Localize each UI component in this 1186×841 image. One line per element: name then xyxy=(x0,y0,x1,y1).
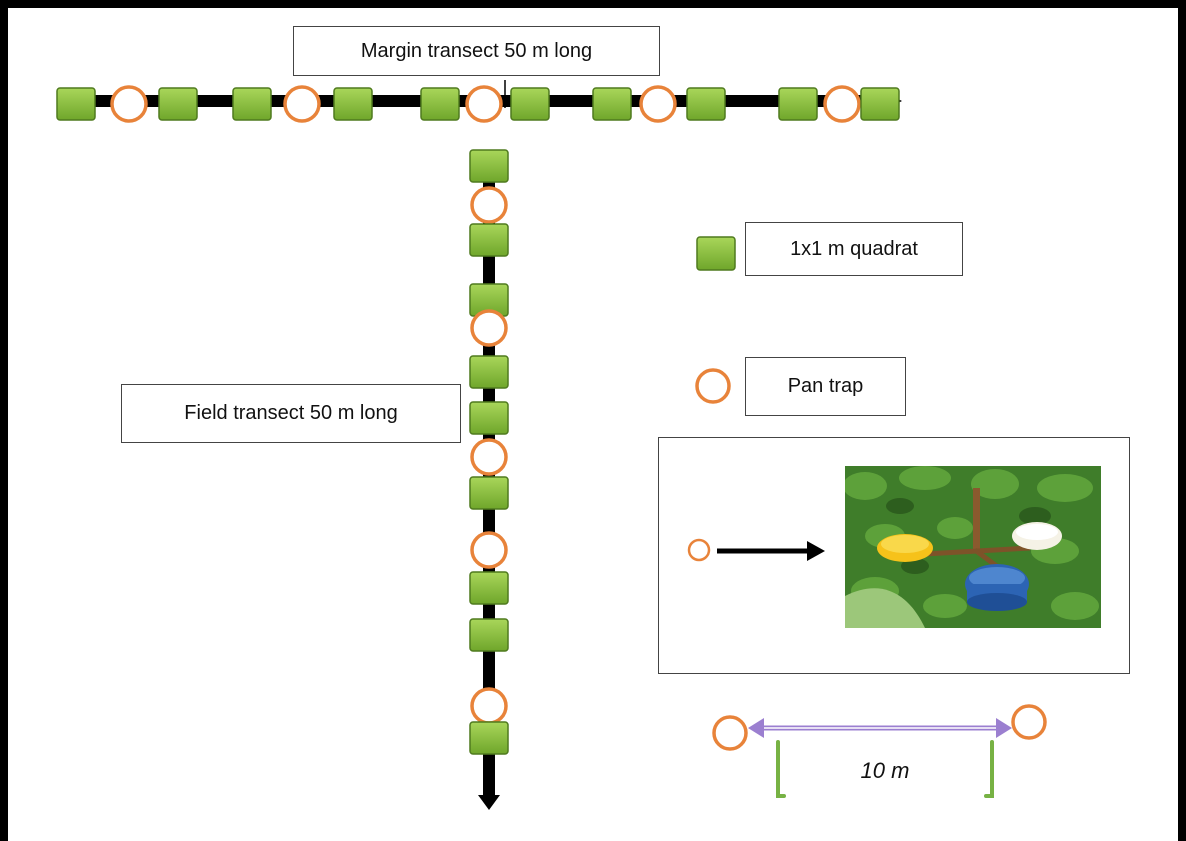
margin-transect-label: Margin transect 50 m long xyxy=(293,26,660,76)
quadrat-marker xyxy=(469,223,509,257)
pan-trap-photo xyxy=(845,466,1101,628)
pan-trap-marker xyxy=(470,309,508,347)
photo-panel-arrow xyxy=(687,538,825,562)
pan-trap-photo-panel xyxy=(658,437,1130,674)
scale-trap-left xyxy=(712,715,748,751)
pan-trap-marker xyxy=(823,85,861,123)
field-transect-arrowhead xyxy=(478,795,500,810)
pan-trap-marker xyxy=(283,85,321,123)
quadrat-legend-label: 1x1 m quadrat xyxy=(745,222,963,276)
quadrat-marker xyxy=(469,401,509,435)
pan-trap-legend-symbol xyxy=(695,368,731,404)
quadrat-marker xyxy=(333,87,373,121)
quadrat-marker xyxy=(860,87,900,121)
pan-trap-marker xyxy=(470,186,508,224)
pan-trap-marker xyxy=(470,438,508,476)
pan-trap-marker xyxy=(639,85,677,123)
quadrat-marker xyxy=(469,571,509,605)
scale-bracket xyxy=(776,740,994,798)
quadrat-marker xyxy=(778,87,818,121)
quadrat-marker xyxy=(158,87,198,121)
quadrat-marker xyxy=(592,87,632,121)
pan-trap-legend-label: Pan trap xyxy=(745,357,906,416)
scale-distance-label: 10 m xyxy=(860,758,910,783)
quadrat-marker xyxy=(686,87,726,121)
field-transect-markers xyxy=(469,149,509,755)
quadrat-marker xyxy=(469,476,509,510)
scale-double-arrow xyxy=(748,718,1012,738)
quadrat-marker xyxy=(232,87,272,121)
quadrat-marker xyxy=(469,721,509,755)
pan-trap-marker xyxy=(470,531,508,569)
quadrat-legend-symbol xyxy=(696,236,736,271)
quadrat-marker xyxy=(420,87,460,121)
pan-trap-marker xyxy=(470,687,508,725)
quadrat-marker xyxy=(510,87,550,121)
pan-trap-marker xyxy=(465,85,503,123)
quadrat-marker xyxy=(469,355,509,389)
pan-trap-small-icon xyxy=(687,538,711,562)
quadrat-marker xyxy=(469,149,509,183)
quadrat-marker xyxy=(469,618,509,652)
scale-trap-right xyxy=(1011,704,1047,740)
pan-trap-marker xyxy=(110,85,148,123)
field-transect-label: Field transect 50 m long xyxy=(121,384,461,443)
quadrat-marker xyxy=(56,87,96,121)
margin-transect-markers xyxy=(56,85,900,123)
